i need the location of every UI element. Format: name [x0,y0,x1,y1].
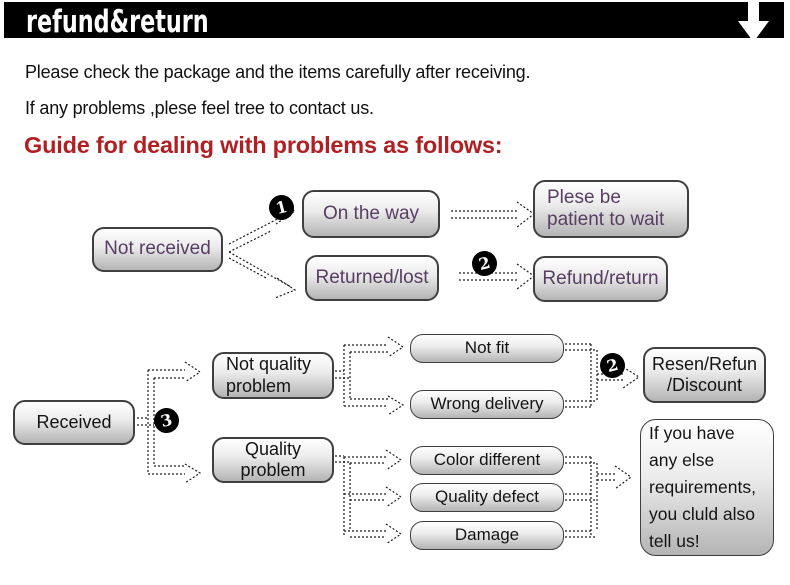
arrow-returned-lost-to-refund-return [459,263,536,290]
guide-heading: Guide for dealing with problems as follo… [24,132,503,158]
node-color-different: Color different [410,446,564,475]
connector-not-quality-split [335,336,405,416]
marker-1-circle: 1 [266,192,297,223]
down-arrow-icon [738,2,769,42]
marker-3-circle: 3 [151,405,182,436]
node-on-the-way: On the way [302,190,440,238]
node-resend-refund-discount: Resen/Refun /Discount [643,347,766,403]
connector-merge-to-resend [565,343,641,408]
node-damage: Damage [410,521,564,550]
node-not-fit: Not fit [410,334,564,363]
node-not-received: Not received [92,227,223,272]
marker-2-circle: 2 [469,248,500,279]
node-refund-return: Refund/return [533,256,668,302]
node-not-quality-problem: Not quality problem [212,352,334,399]
node-returned-lost: Returned/lost [305,255,439,301]
node-quality-defect: Quality defect [410,483,564,512]
connector-quality-split [335,449,403,545]
intro-line-1: Please check the package and the items c… [25,62,531,82]
node-received: Received [13,400,135,445]
node-other-requirements: If you have any else requirements, you c… [640,419,774,556]
marker-2b-circle: 2 [597,350,628,381]
node-quality-problem: Quality problem [212,437,334,483]
node-patient-wait: Plese be patient to wait [533,180,689,238]
intro-line-2: If any problems ,plese feel tree to cont… [25,98,374,118]
arrow-on-the-way-to-patient-wait [451,201,536,228]
node-wrong-delivery: Wrong delivery [410,390,564,419]
page-title: refund&return [26,4,209,40]
connector-merge-to-note [565,456,633,538]
connector-not-received-to-returned-lost [228,251,297,299]
header-bar: refund&return [4,2,784,40]
